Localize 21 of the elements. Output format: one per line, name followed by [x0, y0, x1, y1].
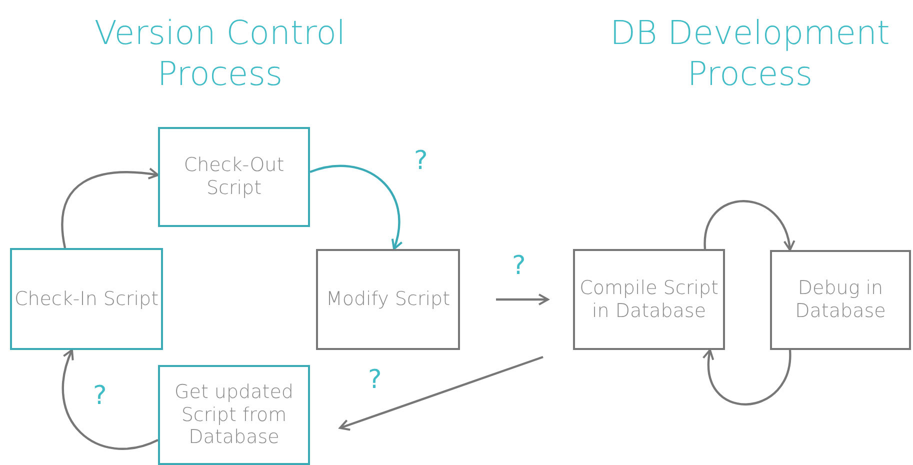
node-text: Get updated Script from Database: [174, 380, 294, 450]
process-box: [158, 365, 310, 465]
curved-arrow: [61, 168, 159, 248]
node-text: Debug in Database: [794, 277, 887, 323]
section-heading: Version Control Process: [93, 12, 347, 94]
arrow: [496, 294, 549, 306]
curved-arrow: [704, 200, 794, 251]
node-text: Modify Script: [326, 288, 450, 311]
node-text: Compile Script in Database: [578, 276, 720, 322]
process-box: [573, 249, 725, 350]
node-text: Check-In Script: [14, 288, 159, 310]
arrow: [339, 356, 544, 431]
process-box: [770, 250, 911, 350]
curved-arrow: [310, 164, 402, 250]
process-box: [10, 248, 163, 350]
curved-arrow: [62, 349, 158, 450]
curved-arrow: [703, 349, 792, 406]
process-box: [158, 127, 310, 227]
node-text: Check-Out Script: [182, 154, 286, 200]
section-heading: DB Development Process: [609, 12, 891, 94]
process-box: [316, 249, 460, 350]
